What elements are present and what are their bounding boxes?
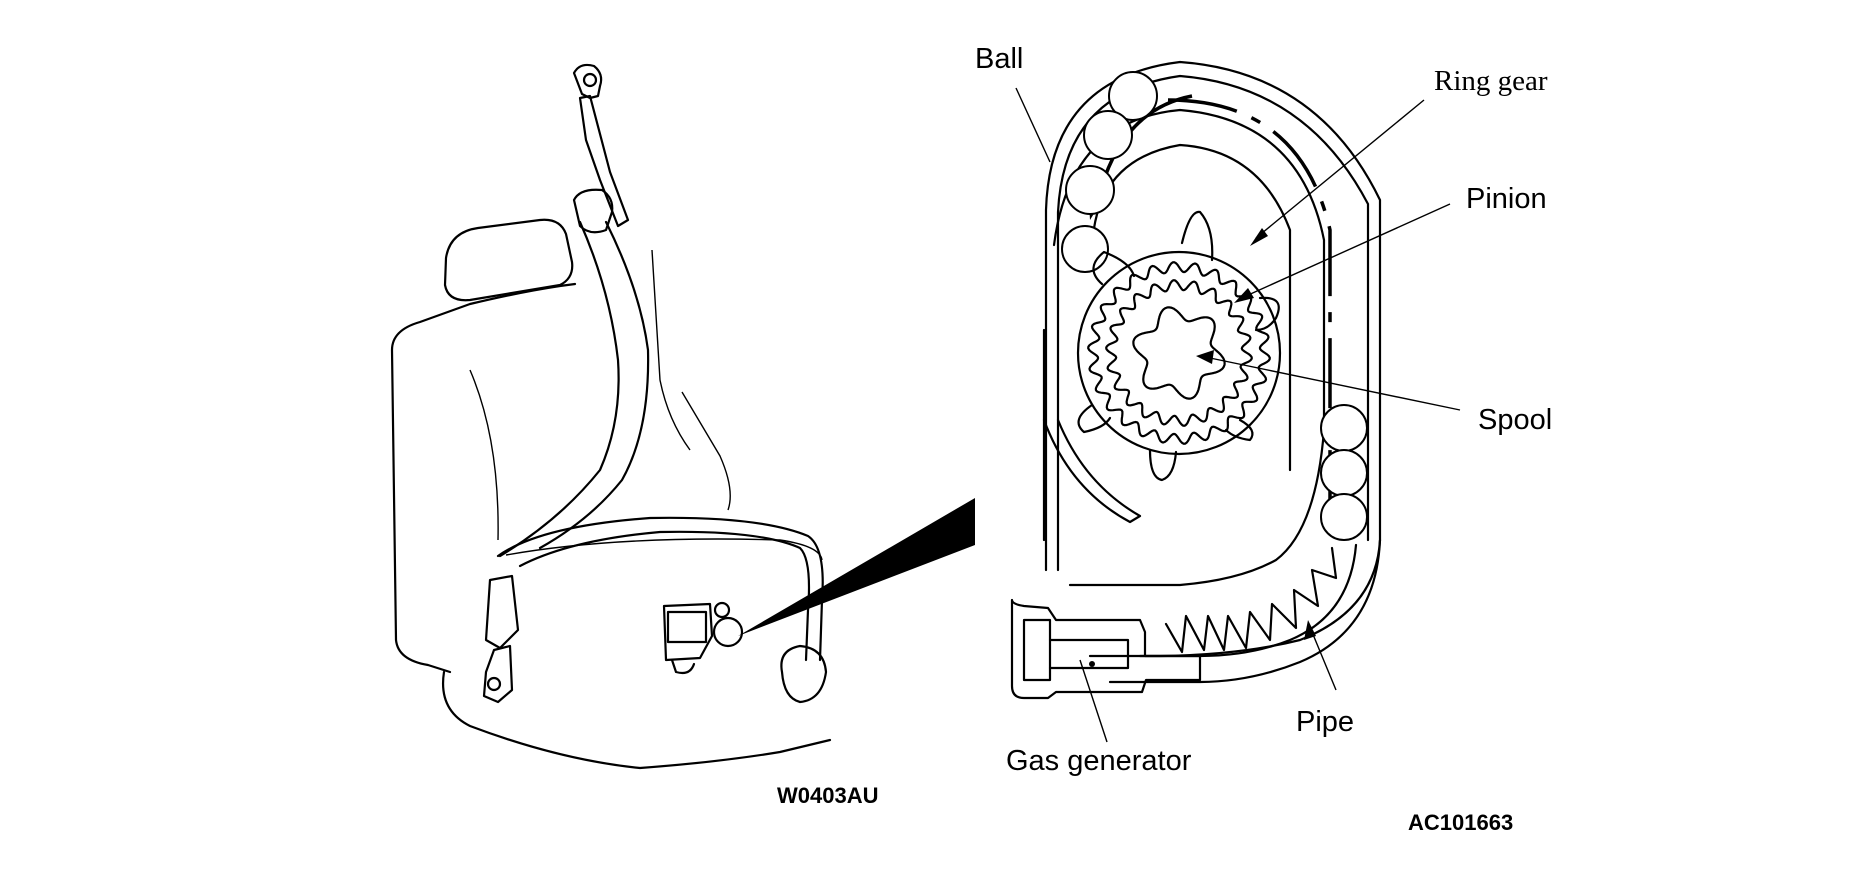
seat-cushion	[442, 670, 832, 770]
anchor-bolt	[582, 72, 598, 88]
pretensioner-mechanism	[1010, 60, 1382, 700]
ring-gear-inner-teeth	[1105, 279, 1253, 427]
lower-anchor-right	[780, 644, 828, 704]
label-pinion: Pinion	[1466, 183, 1547, 215]
figure-code-right: AC101663	[1408, 810, 1513, 835]
pinion-gear	[1076, 210, 1282, 482]
shoulder-belt	[498, 220, 650, 558]
shoulder-guide	[572, 188, 614, 234]
compression-spring	[1164, 546, 1338, 654]
ring-gear	[1087, 261, 1271, 445]
pipe-outer	[1108, 538, 1382, 684]
height-adjuster-rail	[578, 94, 630, 228]
lower-anchor-left	[482, 644, 514, 704]
balls-lower	[1320, 404, 1368, 541]
figure-code-left: W0403AU	[777, 783, 878, 808]
pipe-inner	[1138, 543, 1358, 658]
label-pipe: Pipe	[1296, 706, 1354, 738]
upper-anchor	[572, 63, 603, 100]
seat-illustration	[390, 63, 975, 770]
label-ball: Ball	[975, 43, 1023, 75]
leader-lines	[1015, 87, 1461, 743]
buckle-tongue	[484, 574, 520, 650]
headrest	[443, 218, 574, 302]
spool-hub	[1132, 306, 1226, 400]
label-ring-gear: Ring gear	[1434, 65, 1548, 97]
retractor-assembly	[662, 601, 744, 675]
balls-upper	[1061, 71, 1158, 273]
anchor-bolt-left	[486, 676, 502, 692]
seat-back-crease	[469, 369, 499, 541]
lap-belt	[496, 516, 824, 662]
ring-gear-outer-teeth	[1087, 261, 1271, 445]
spool	[1132, 306, 1226, 400]
ball-path-centerline	[1167, 98, 1332, 510]
seat-back	[390, 282, 577, 674]
pretensioner-housing	[712, 616, 744, 648]
detail-callout-wedge	[738, 498, 975, 636]
outer-housing-inner	[1056, 74, 1370, 572]
seat-cushion-edge	[505, 538, 823, 561]
guide-rail	[1042, 418, 1142, 524]
label-spool: Spool	[1478, 404, 1552, 436]
seat-side-line	[651, 249, 731, 511]
label-gas-generator: Gas generator	[1006, 745, 1192, 777]
gas-generator	[1010, 598, 1202, 700]
